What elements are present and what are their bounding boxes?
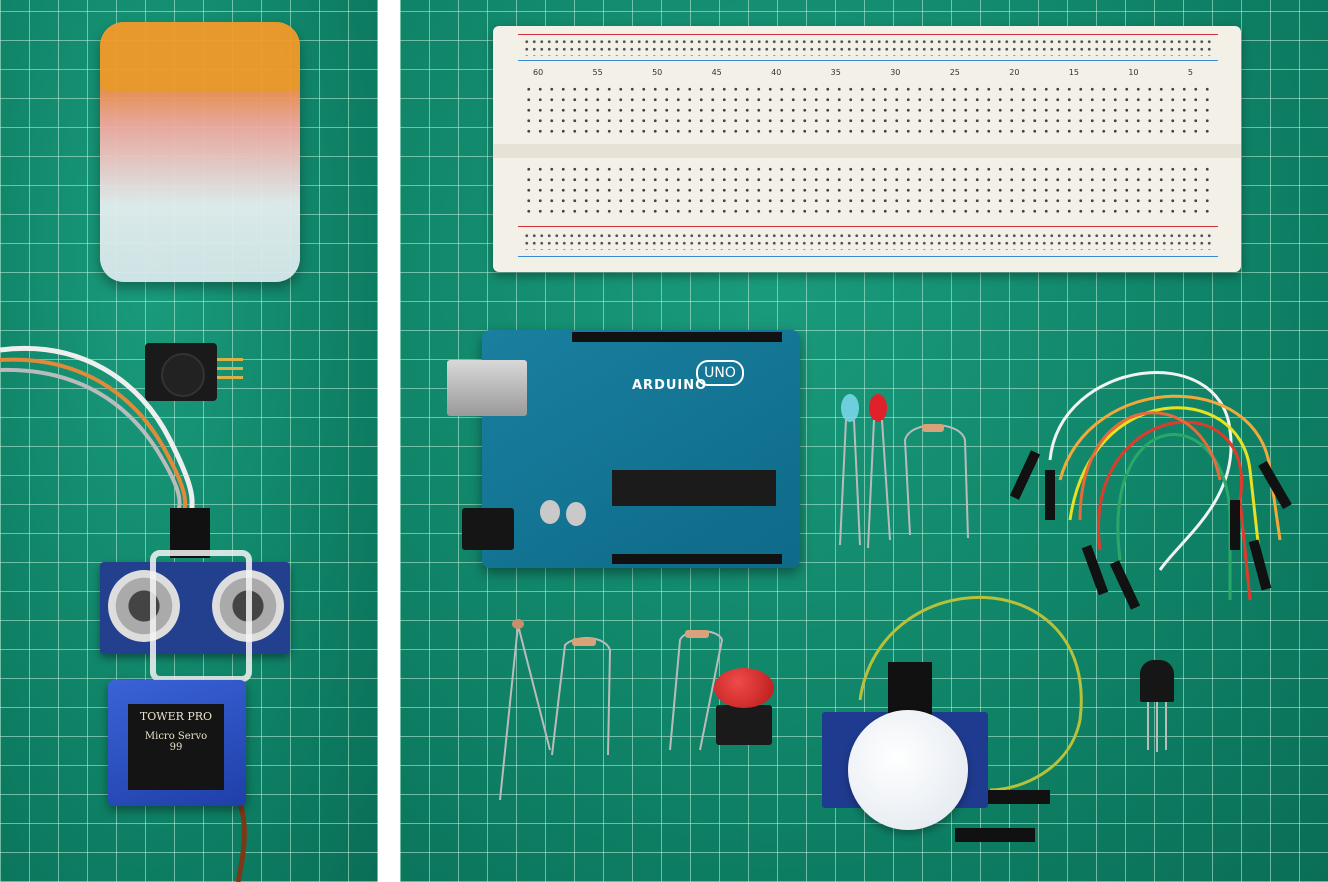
col-num: 55 (592, 68, 603, 77)
components-overlay (499, 371, 1292, 842)
resistors (499, 619, 724, 801)
pir-fresnel-dome (848, 710, 968, 830)
arduino-uno-board: UNO ARDUINO (482, 330, 800, 568)
col-num: 15 (1068, 68, 1079, 77)
col-num: 20 (1009, 68, 1020, 77)
pir-wire (858, 595, 1083, 792)
capacitor (540, 500, 560, 524)
servo-model: Micro Servo (144, 731, 208, 742)
ultrasonic-sensor (100, 562, 290, 654)
col-num: 35 (830, 68, 841, 77)
pir-connector (970, 790, 1050, 804)
push-button-base (716, 705, 772, 745)
col-num: 30 (890, 68, 901, 77)
atmega-chip (612, 470, 776, 506)
buzzer-pins (217, 358, 243, 384)
push-button-cap (714, 668, 774, 708)
connector-housing (170, 508, 210, 558)
breadboard: 60 55 50 45 40 35 30 25 20 15 10 5 (493, 26, 1241, 272)
sensor-wires (0, 346, 247, 882)
leds (839, 394, 969, 549)
capacitor (566, 502, 586, 526)
sensor-mount (150, 550, 252, 682)
cutting-mat-left: TOWER PRO Micro Servo 99 (0, 0, 378, 882)
col-num: 40 (771, 68, 782, 77)
analog-header (612, 554, 782, 564)
servo-brand: TOWER PRO (139, 710, 213, 723)
micro-servo: TOWER PRO Micro Servo 99 (108, 680, 246, 806)
digital-header (572, 332, 782, 342)
col-num: 60 (533, 68, 544, 77)
buzzer-module (145, 343, 217, 401)
servo-number: 99 (169, 742, 183, 753)
jumper-wires (1048, 371, 1282, 601)
uno-logo: UNO (696, 360, 744, 386)
power-jack (462, 508, 514, 550)
usb-port (447, 360, 527, 416)
jumper-ends (1009, 450, 1292, 610)
col-num: 25 (949, 68, 960, 77)
col-num: 50 (652, 68, 663, 77)
col-num: 10 (1128, 68, 1139, 77)
column-numbers: 60 55 50 45 40 35 30 25 20 15 10 5 (533, 68, 1193, 77)
col-num: 45 (711, 68, 722, 77)
col-num: 5 (1187, 68, 1193, 77)
pir-connector (955, 828, 1035, 842)
transistor (1140, 660, 1174, 702)
arduino-logo: ARDUINO (632, 378, 708, 393)
orange-plastic-box (100, 22, 300, 282)
